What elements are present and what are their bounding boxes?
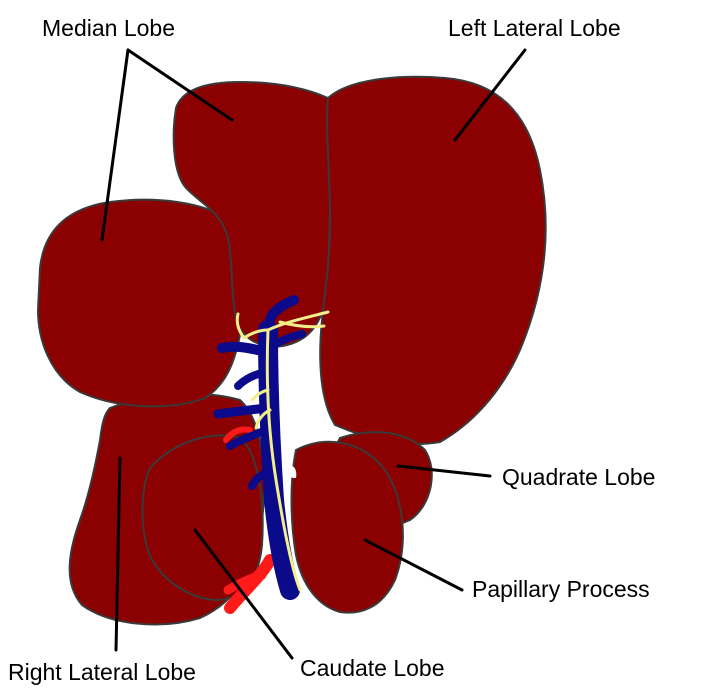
left-lateral-lobe-label: Left Lateral Lobe	[448, 15, 621, 41]
quadrate-lobe-label: Quadrate Lobe	[502, 464, 655, 490]
median-lobe-right-shape	[38, 200, 243, 407]
vein-branch-left	[218, 408, 266, 414]
papillary-process-label: Papillary Process	[472, 576, 650, 602]
portal-vein	[268, 330, 290, 590]
left-lateral-lobe-shape	[320, 77, 546, 444]
right-lateral-lobe-label: Right Lateral Lobe	[8, 659, 196, 685]
median-lobe-label: Median Lobe	[42, 15, 175, 41]
caudate-lobe-label: Caudate Lobe	[300, 655, 445, 681]
vein-branch-upper-left	[222, 347, 266, 352]
